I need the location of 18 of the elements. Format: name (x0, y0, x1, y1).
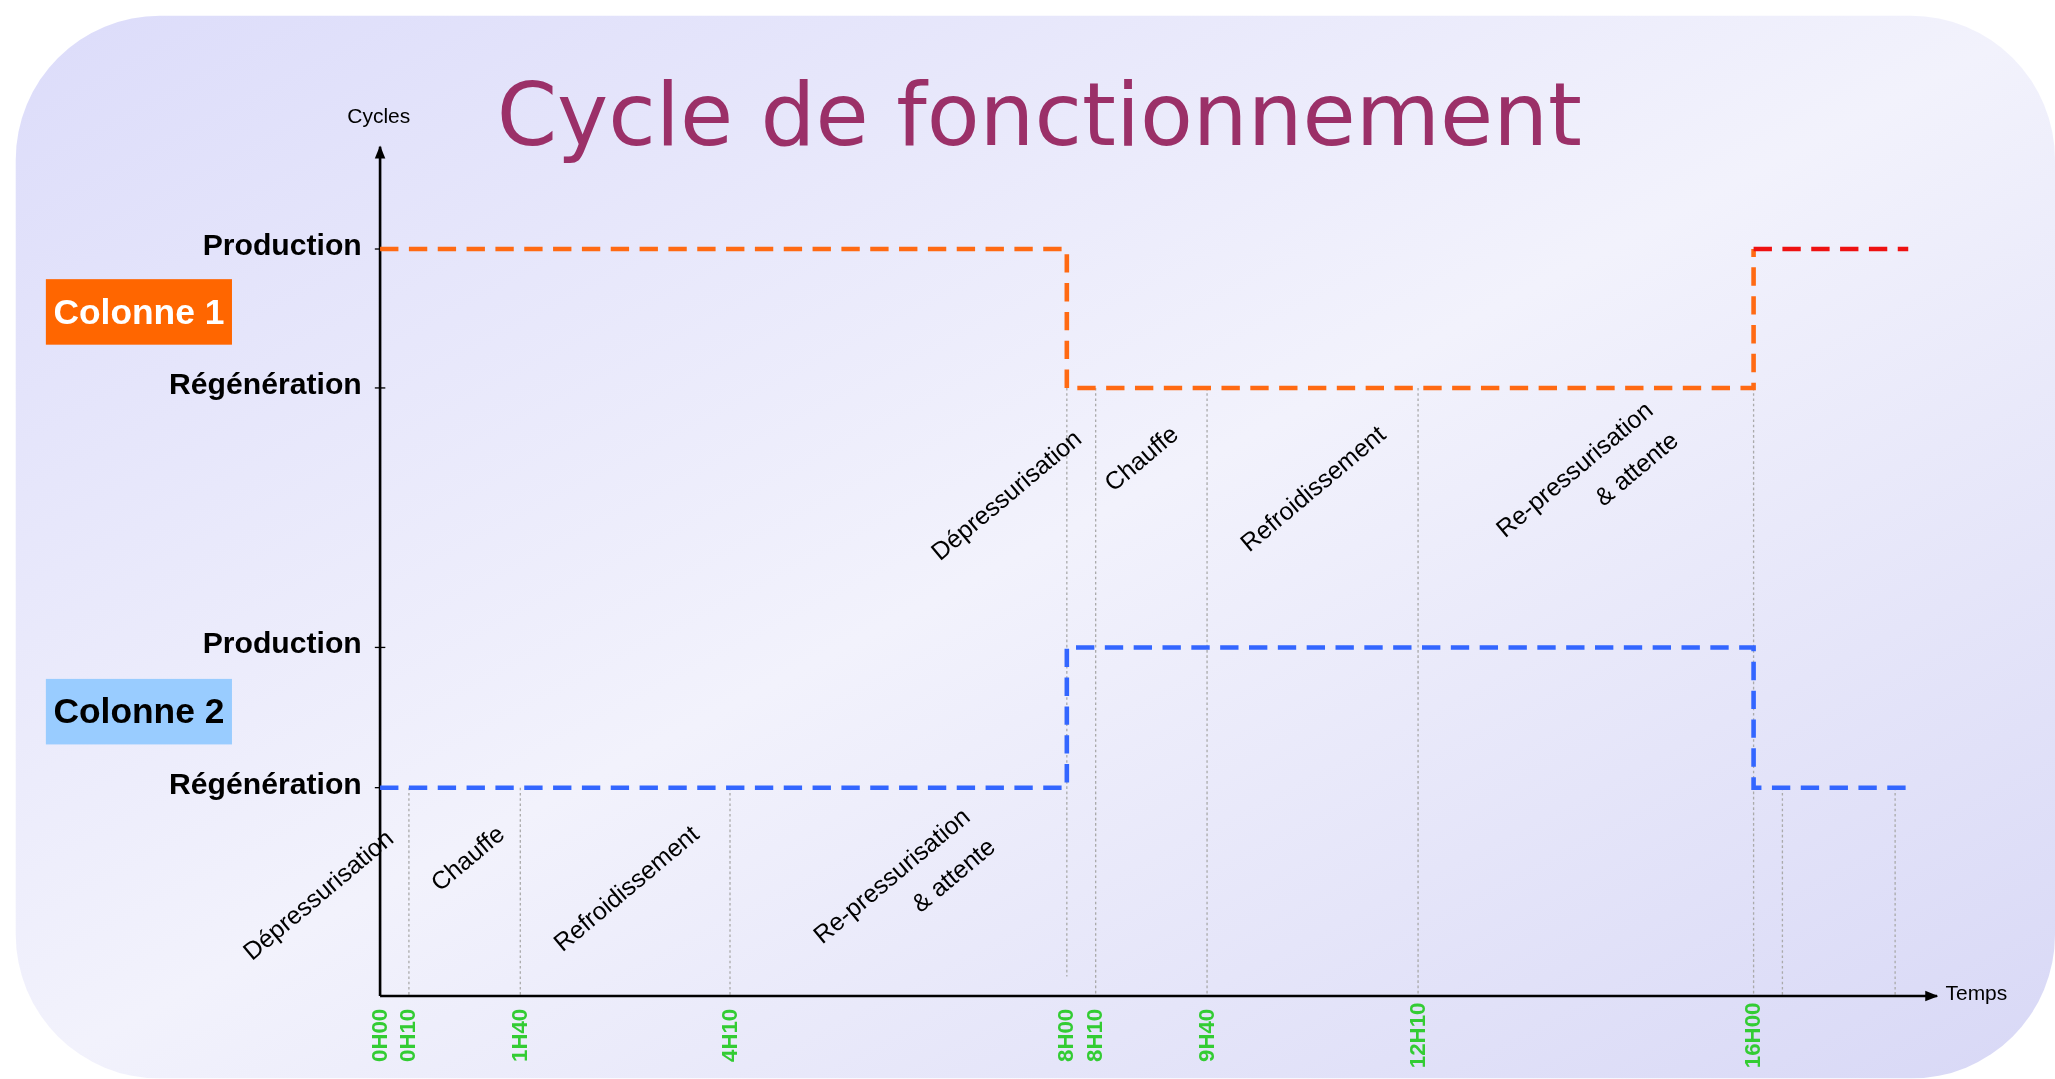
level-label: Production (202, 625, 362, 662)
level-label: Régénération (169, 366, 362, 402)
column-tag: Colonne 2 (45, 678, 232, 745)
tick-label: 1H40 (507, 1008, 534, 1062)
tick-label: 8H00 (1053, 1008, 1080, 1062)
level-label: Production (202, 227, 362, 263)
tick-label: 0H00 (366, 1008, 393, 1062)
column-tag: Colonne 1 (45, 279, 232, 345)
tick-label: 0H10 (395, 1008, 422, 1062)
tick-label: 9H40 (1193, 1008, 1220, 1062)
level-label: Régénération (169, 766, 362, 802)
tick-label: 8H10 (1082, 1008, 1109, 1062)
axis-label: Temps (1945, 981, 2008, 1006)
axis-label: Cycles (347, 104, 411, 129)
tick-label: 4H10 (716, 1008, 743, 1062)
tick-label: 16H00 (1740, 1002, 1767, 1069)
tick-label: 12H10 (1404, 1002, 1431, 1069)
chart-title: Cycle de fonctionnement (496, 64, 1582, 166)
